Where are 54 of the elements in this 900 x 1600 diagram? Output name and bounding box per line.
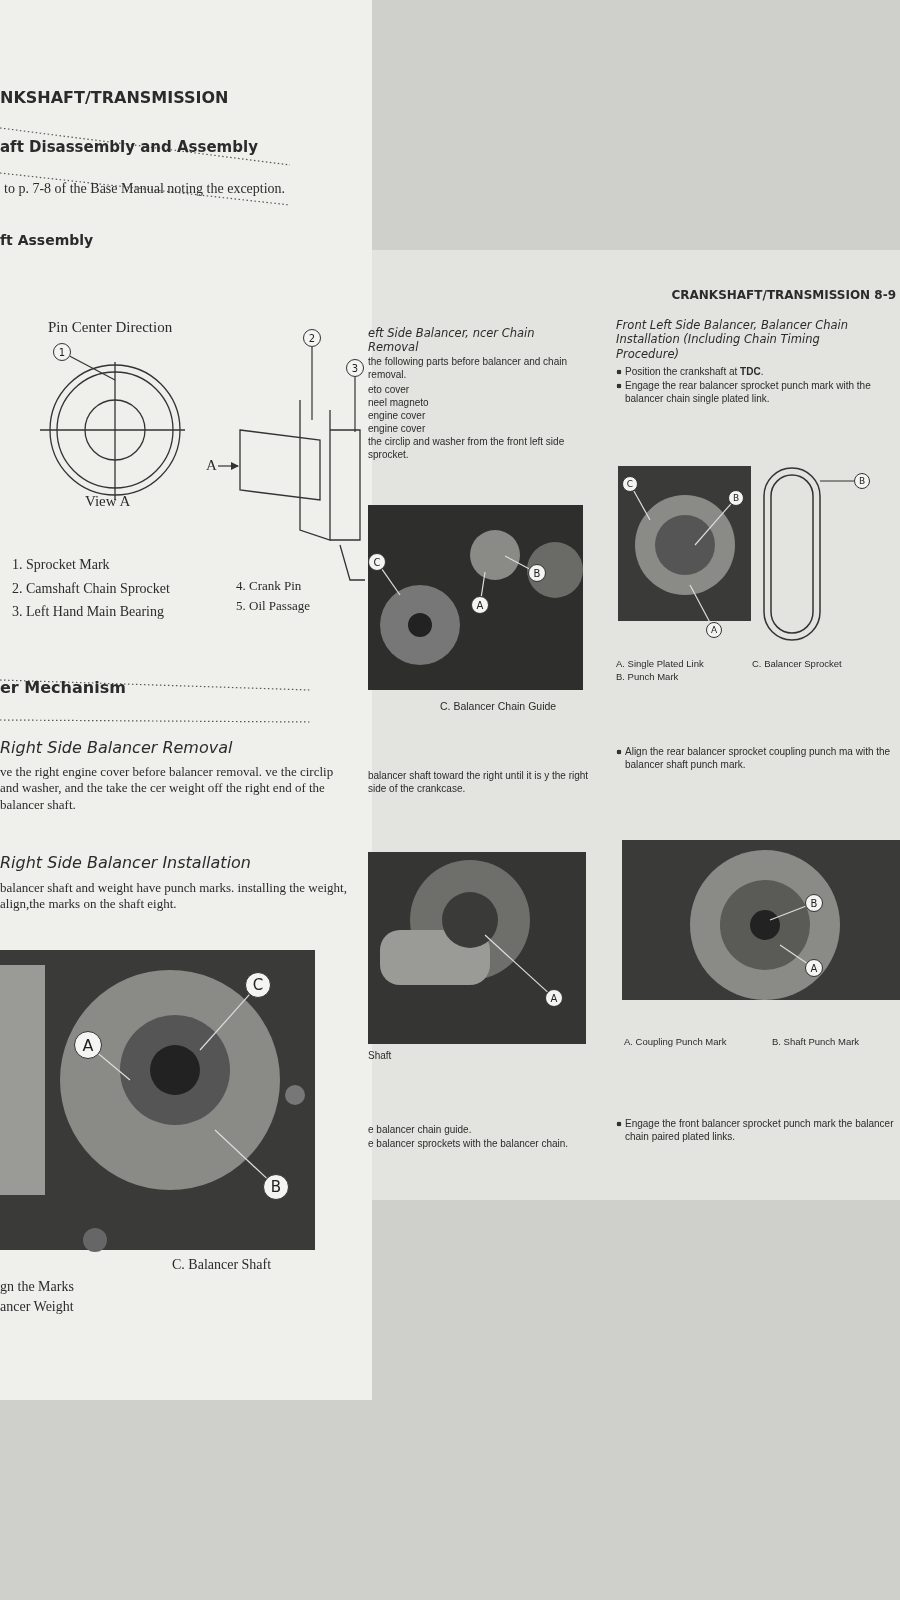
section-heading: er Mechanism xyxy=(0,678,127,698)
leader-line xyxy=(214,1129,268,1179)
leader-line xyxy=(98,1053,131,1081)
leader-line xyxy=(311,346,313,421)
leader-line xyxy=(819,480,855,482)
photo-caption: B. Shaft Punch Mark xyxy=(772,1036,861,1048)
paragraph: balancer shaft toward the right until it is y the right side of the crankcase. xyxy=(368,770,590,795)
paragraph: e balancer sprockets with the balancer chain. xyxy=(368,1138,570,1151)
leader-line xyxy=(689,584,711,624)
legend-item: 4. Crank Pin xyxy=(236,578,303,595)
leader-line xyxy=(694,503,732,546)
figure-label: Pin Center Direction xyxy=(48,318,174,337)
legend-item: 3. Left Hand Main Bearing xyxy=(12,603,165,621)
subheading: eft Side Balancer, ncer Chain Removal xyxy=(368,326,536,355)
leader-line xyxy=(779,944,808,964)
paragraph: the following parts before balancer and chain removal. xyxy=(368,356,569,381)
paragraph: to p. 7-8 of the Base Manual noting the exception. xyxy=(4,180,287,198)
photo-caption: B. Punch Mark xyxy=(616,671,680,683)
subheading: Right Side Balancer Removal xyxy=(0,738,234,758)
subheading: Right Side Balancer Installation xyxy=(0,853,252,873)
legend-item: 2. Camshaft Chain Sprocket xyxy=(12,580,171,598)
paragraph: the circlip and washer from the front left side sprocket. xyxy=(368,436,566,461)
paragraph: balancer shaft and weight have punch marks. installing the weight, align,the marks on the shaft eight. xyxy=(0,880,348,913)
leader-line xyxy=(769,905,807,921)
paragraph: ve the right engine cover before balancer removal. ve the circlip and washer, and the take the cer weight off the right end of the balancer shaft. xyxy=(0,764,335,813)
leader-line xyxy=(69,355,116,381)
paragraph: e balancer chain guide. xyxy=(368,1124,473,1137)
legend-item: 5. Oil Passage xyxy=(236,598,312,615)
leader-line xyxy=(480,571,486,597)
list-item: engine cover xyxy=(368,410,427,423)
list-item: neel magneto xyxy=(368,397,430,410)
leader-line xyxy=(354,376,356,433)
page-header: NKSHAFT/TRANSMISSION xyxy=(0,88,230,108)
section-heading: aft Disassembly and Assembly xyxy=(0,138,259,157)
subheading: ft Assembly xyxy=(0,232,95,250)
photo-caption: C. Balancer Sprocket xyxy=(752,658,843,670)
view-arrow xyxy=(217,462,239,470)
leader-line xyxy=(633,490,651,521)
figure-label: View A xyxy=(85,492,132,511)
photo-caption: Shaft xyxy=(368,1050,393,1063)
photo-caption: gn the Marks xyxy=(0,1278,75,1296)
subheading: Front Left Side Balancer, Balancer Chain Installation (Including Chain Timing Procedure) xyxy=(616,318,849,362)
photo-caption: C. Balancer Chain Guide xyxy=(440,700,558,714)
leader-line xyxy=(504,555,530,570)
legend-item: 1. Sprocket Mark xyxy=(12,556,111,574)
leader-line xyxy=(381,568,401,596)
photo-caption: ancer Weight xyxy=(0,1298,75,1316)
list-item: engine cover xyxy=(368,423,427,436)
view-letter: A xyxy=(206,456,217,475)
list-item: eto cover xyxy=(368,384,411,397)
page-header: CRANKSHAFT/TRANSMISSION 8-9 xyxy=(670,288,896,303)
leader-line xyxy=(484,934,548,993)
leader-line xyxy=(199,994,250,1051)
photo-caption: C. Balancer Shaft xyxy=(172,1256,273,1274)
